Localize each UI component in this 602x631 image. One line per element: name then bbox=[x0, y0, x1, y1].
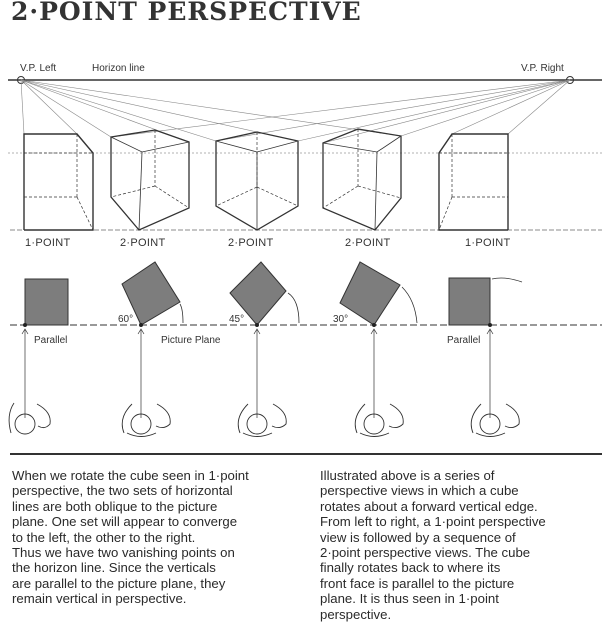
viewers bbox=[8, 402, 520, 437]
cube-2-point-60 bbox=[110, 129, 190, 231]
text-line: perspective views in which a cube bbox=[320, 483, 519, 499]
vp-left-label: V.P. Left bbox=[20, 63, 56, 74]
vp-right-marker bbox=[566, 76, 574, 84]
view-label-4: 2·POINT bbox=[345, 237, 391, 249]
text-line: front face is parallel to the picture bbox=[320, 575, 515, 591]
text-line: finally rotates back to where its bbox=[320, 560, 501, 576]
viewer-figure-3 bbox=[237, 403, 287, 437]
viewer-figure-4 bbox=[354, 403, 404, 437]
text-line: perspective, the two sets of horizontal bbox=[12, 483, 233, 499]
text-line: From left to right, a 1·point perspectiv… bbox=[320, 514, 546, 530]
cube-2-point-45 bbox=[215, 131, 299, 231]
text-line: the horizon line. Since the verticals bbox=[12, 560, 216, 576]
plan-square-45 bbox=[229, 261, 287, 326]
viewer-figure-2 bbox=[121, 403, 171, 437]
viewer-figure-5 bbox=[470, 403, 520, 437]
text-line: view is followed by a sequence of bbox=[320, 529, 516, 545]
text-line: are parallel to the picture plane, they bbox=[12, 575, 226, 591]
view-label-5: 1·POINT bbox=[465, 237, 511, 249]
cube-2-point-30 bbox=[322, 128, 402, 231]
text-line: lines are both oblique to the picture bbox=[12, 498, 218, 514]
angle-45-label: 45° bbox=[229, 314, 244, 325]
text-line: plane. It is thus seen in 1·point bbox=[320, 591, 499, 607]
parallel-left-label: Parallel bbox=[34, 335, 67, 346]
text-line: perspective. bbox=[320, 606, 392, 622]
parallel-right-label: Parallel bbox=[447, 335, 480, 346]
text-line: 2·point perspective views. The cube bbox=[320, 545, 531, 561]
cube-1-point-left bbox=[23, 133, 94, 231]
text-line: Illustrated above is a series of bbox=[320, 468, 495, 483]
text-line: remain vertical in perspective. bbox=[12, 591, 187, 607]
view-label-2: 2·POINT bbox=[120, 237, 166, 249]
cube-1-point-right bbox=[438, 133, 509, 231]
plan-square-30 bbox=[339, 261, 401, 326]
text-line: When we rotate the cube seen in 1·point bbox=[12, 468, 249, 483]
text-column-right: Illustrated above is a series of perspec… bbox=[320, 468, 546, 622]
view-label-3: 2·POINT bbox=[228, 237, 274, 249]
horizon-line-label: Horizon line bbox=[92, 63, 145, 74]
rotation-arrows bbox=[179, 277, 523, 324]
viewer-figure-1 bbox=[8, 402, 51, 435]
text-line: Thus we have two vanishing points on bbox=[12, 545, 235, 561]
plan-square-parallel-left bbox=[24, 278, 69, 326]
page-title: 2·POINT PERSPECTIVE bbox=[11, 0, 362, 26]
text-line: plane. One set will appear to converge bbox=[12, 514, 238, 530]
angle-60-label: 60° bbox=[118, 314, 133, 325]
picture-plane-label: Picture Plane bbox=[161, 335, 221, 346]
plan-square-60 bbox=[121, 261, 181, 326]
angle-30-label: 30° bbox=[333, 314, 348, 325]
view-label-1: 1·POINT bbox=[25, 237, 71, 249]
sight-lines bbox=[21, 328, 494, 418]
text-line: rotates about a forward vertical edge. bbox=[320, 498, 538, 514]
text-column-left: When we rotate the cube seen in 1·point … bbox=[12, 468, 249, 607]
text-line: to the left, the other to the right. bbox=[12, 529, 196, 545]
plan-square-parallel-right bbox=[448, 277, 491, 326]
plan-squares bbox=[24, 261, 491, 326]
vp-right-label: V.P. Right bbox=[521, 63, 564, 74]
